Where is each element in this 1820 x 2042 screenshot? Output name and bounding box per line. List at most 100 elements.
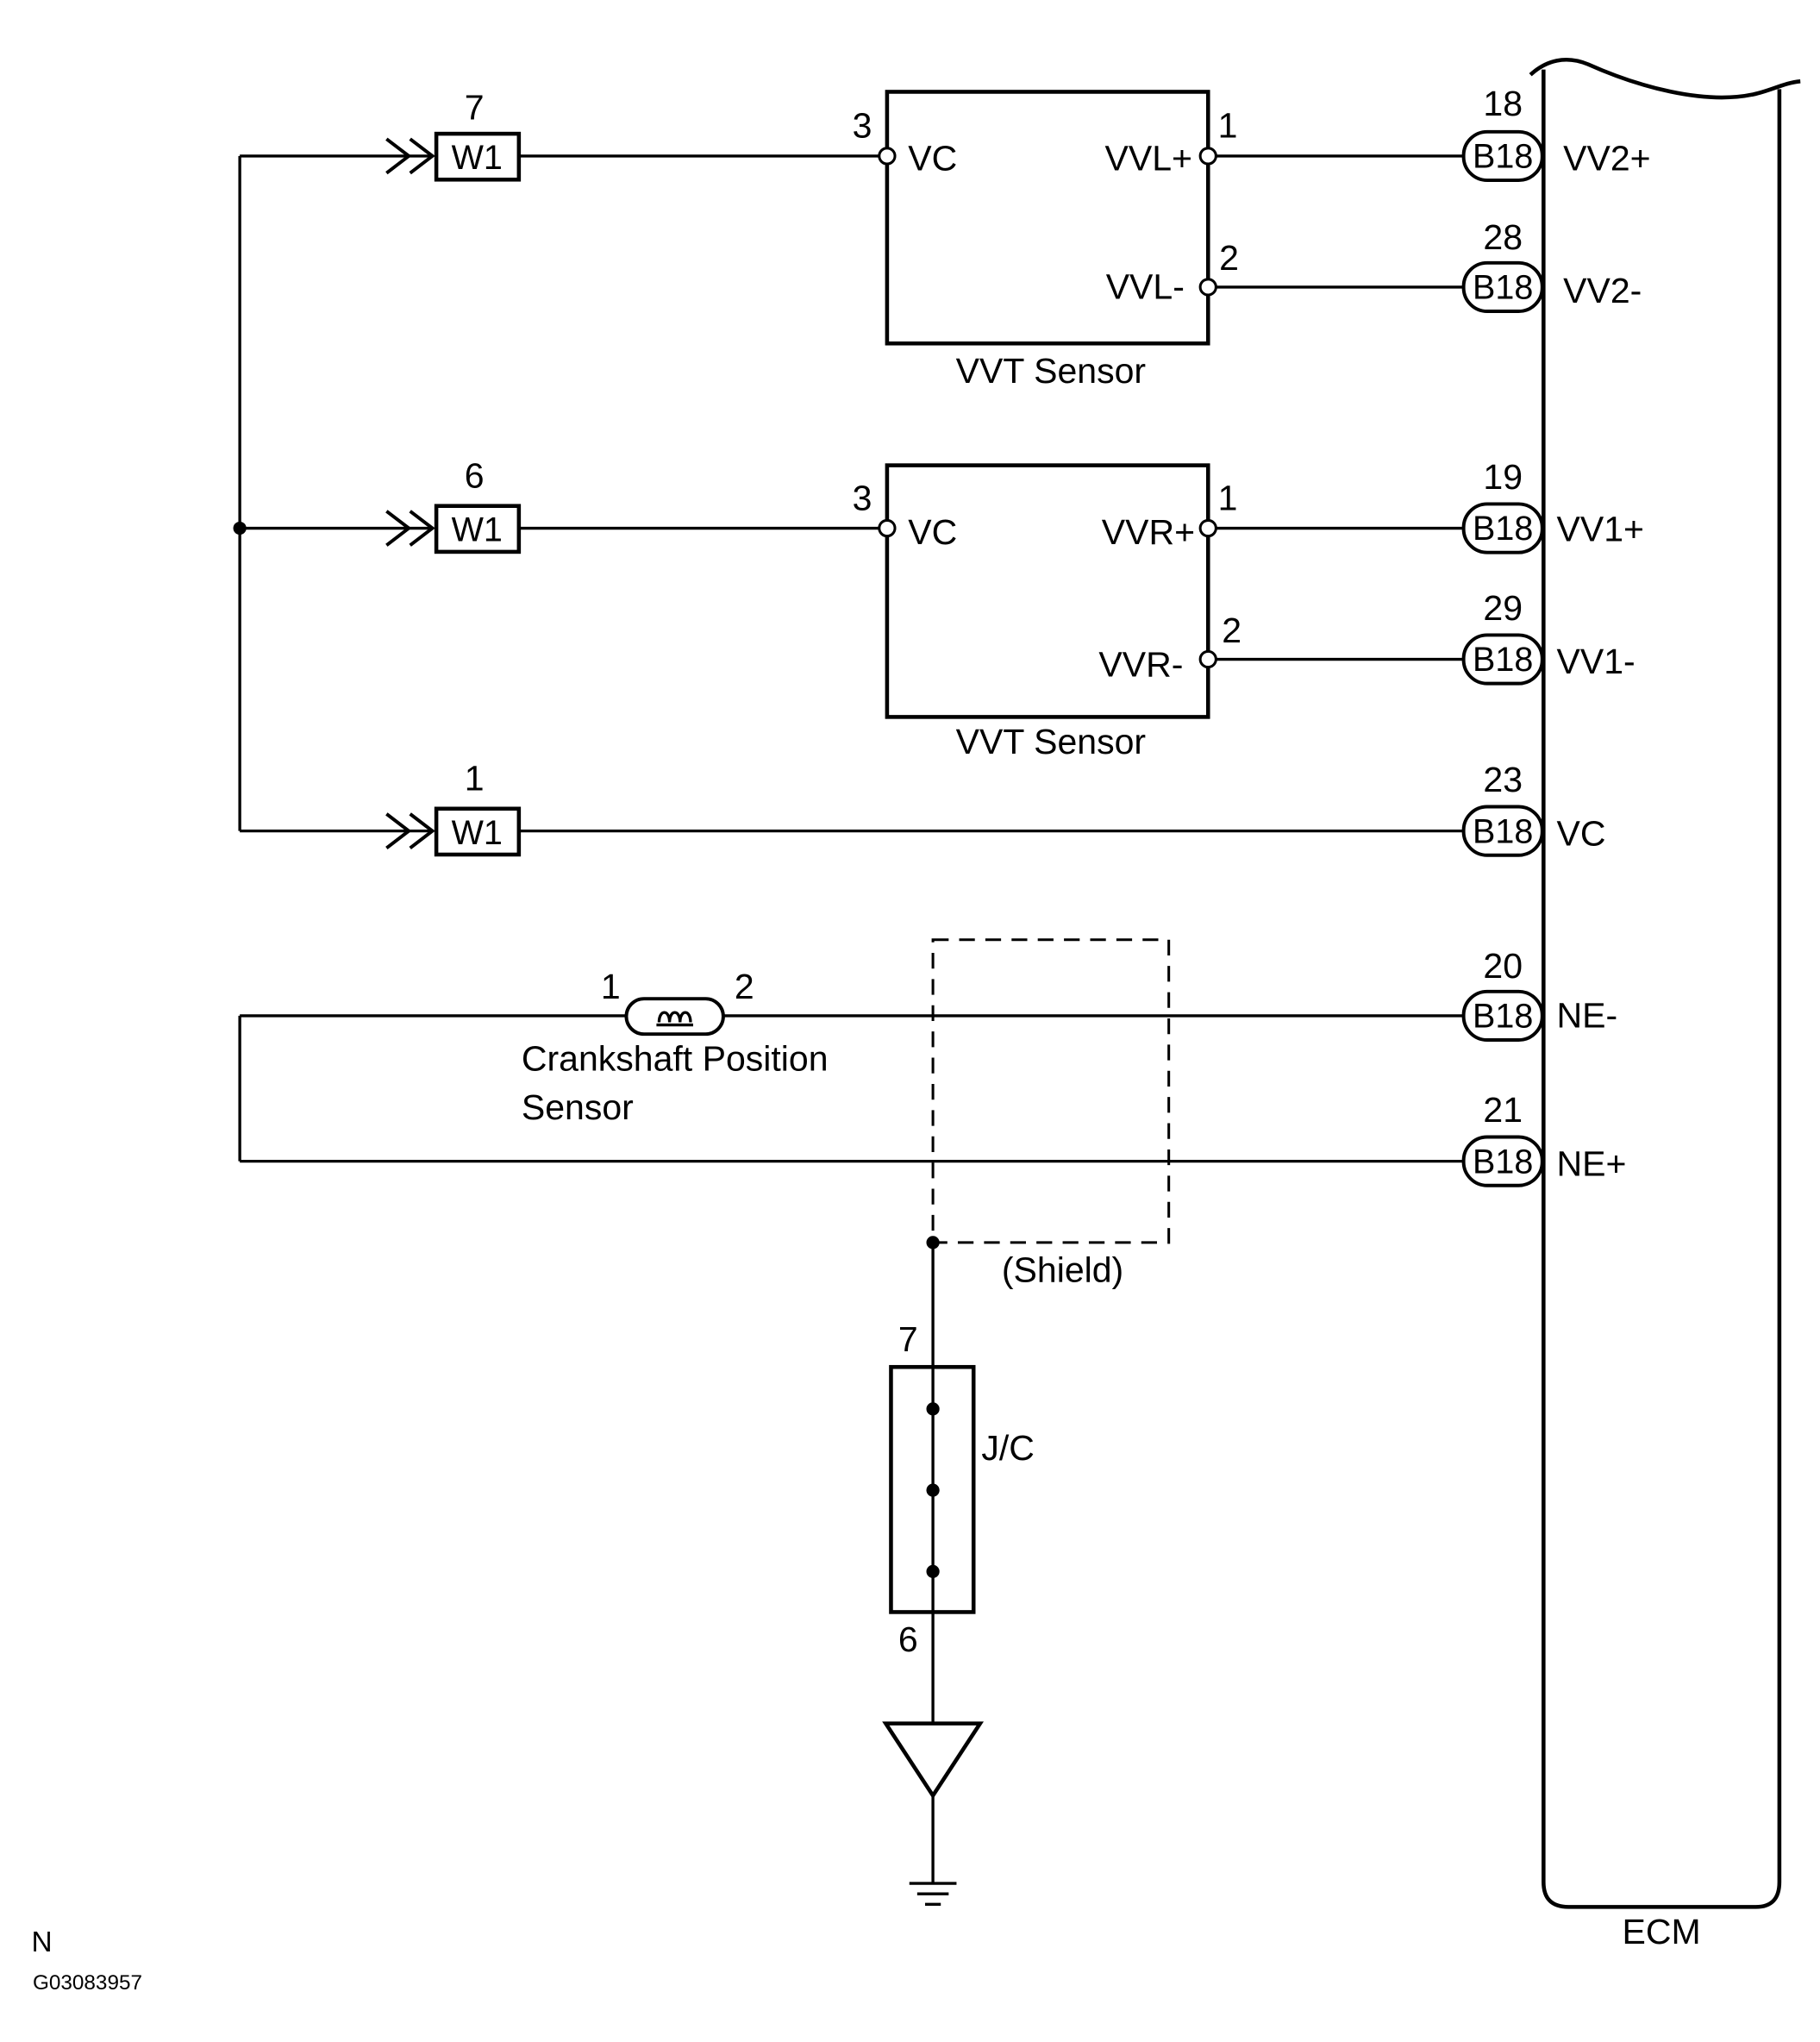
w1-branch-3-connector-code: W1: [452, 814, 503, 852]
w1-branch-2-chevron-icon: [385, 510, 412, 547]
vvt-sensor-2-neg-terminal-name: VVR-: [1098, 644, 1183, 684]
crankshaft-sensor-body: [624, 997, 725, 1037]
ecm-pin-number: 19: [1483, 457, 1523, 497]
vvt-sensor-1: VVT Sensor 3 VC 1 VVL+ 2 VVL-: [853, 90, 1464, 391]
vvt-sensor-1-body: [885, 90, 1210, 346]
ecm-pin-number: 18: [1483, 84, 1523, 123]
ecm-pin-number: 28: [1483, 217, 1523, 257]
ecm-connector-code: B18: [1473, 641, 1533, 679]
w1-branch-1-connector-code: W1: [452, 139, 503, 177]
vvt-sensor-2-vc-terminal-name: VC: [908, 512, 957, 552]
ecm-pin-number: 29: [1483, 588, 1523, 628]
w1-branch-1-pin-number: 7: [465, 87, 485, 127]
vvt-sensor-1-pos-terminal: [1198, 147, 1217, 166]
ecm-signal-name: NE+: [1557, 1143, 1627, 1183]
ecm: ECM: [1529, 57, 1801, 1951]
junction-connector-dot: [926, 1483, 940, 1497]
corner-mark: N: [31, 1926, 52, 1958]
w1-branch-2-connector-box: [434, 504, 522, 554]
supply-bus: [233, 155, 247, 831]
ecm-pin-number: 21: [1483, 1090, 1523, 1130]
junction-connector-dot: [926, 1402, 940, 1416]
vvt-sensor-1-pos-pin-number: 1: [1218, 106, 1238, 146]
vvt-sensor-1-vc-terminal: [878, 147, 897, 166]
vvt-sensor-1-neg-terminal-name: VVL-: [1106, 267, 1185, 307]
ecm-pin-number: 23: [1483, 760, 1523, 799]
ecm-connector-code: B18: [1473, 138, 1533, 176]
junction-connector: 7 J/C 6: [889, 1242, 1035, 1659]
vvt-sensor-2-neg-pin-number: 2: [1222, 611, 1241, 650]
shield-outline: [931, 938, 1171, 1244]
ecm-signal-name: NE-: [1557, 996, 1618, 1036]
w1-branch-3-chevron-icon: [409, 812, 435, 849]
footer: N G03083957: [31, 1926, 142, 1995]
ecm-connector-shell: [1461, 989, 1544, 1043]
w1-branch-1-chevron-icon: [409, 137, 435, 175]
junction-connector-label: J/C: [981, 1428, 1035, 1468]
w1-branch-1-connector-box: [434, 131, 522, 182]
ecm-connector-code: B18: [1473, 998, 1533, 1036]
ecm-connector-code: B18: [1473, 510, 1533, 548]
vvt-sensor-1-neg-terminal: [1198, 278, 1217, 297]
ecm-pin-vv1-minus: B18 29 VV1-: [1461, 588, 1635, 686]
crankshaft-sensor-label-line-2: Sensor: [522, 1087, 634, 1127]
shield: (Shield): [926, 938, 1171, 1289]
vvt-sensor-2-pos-pin-number: 1: [1218, 478, 1238, 517]
vvt-sensor-2-vc-terminal: [878, 518, 897, 538]
ecm-connector-shell: [1461, 805, 1544, 857]
shield-label: (Shield): [1002, 1250, 1123, 1289]
vvt-sensor-2-pos-terminal-name: VVR+: [1102, 512, 1195, 552]
ecm-break-line: [1529, 57, 1801, 100]
ground-point-triangle-icon: [882, 1721, 985, 1800]
ecm-connector-code: B18: [1473, 1143, 1533, 1181]
ecm-pin-vc: B18 23 VC: [1461, 760, 1606, 857]
figure-id: G03083957: [33, 1971, 142, 1995]
w1-branch-1: W1 7: [240, 87, 879, 182]
ecm-connector-shell: [1461, 633, 1544, 686]
ecm-pin-number: 20: [1483, 946, 1523, 986]
w1-branch-3-pin-number: 1: [465, 759, 485, 799]
ecm-pin-vv1-plus: B18 19 VV1+: [1461, 457, 1644, 554]
ground: [882, 1612, 985, 1907]
vvt-sensor-2-pos-terminal: [1198, 518, 1217, 538]
ecm-signal-name: VV2-: [1563, 271, 1642, 310]
ecm-connector-code: B18: [1473, 812, 1533, 850]
ecm-connector-shell: [1461, 260, 1544, 314]
vvt-sensor-2-neg-terminal: [1198, 649, 1217, 669]
w1-branch-2-connector-code: W1: [452, 511, 503, 549]
w1-branch-2-chevron-icon: [409, 510, 435, 547]
ecm-connector-shell: [1461, 502, 1544, 554]
ecm-outline: [1542, 69, 1782, 1909]
ecm-signal-name: VV1+: [1557, 510, 1644, 549]
junction-connector-pin-bottom: 6: [898, 1619, 918, 1659]
vvt-sensor-1-pos-terminal-name: VVL+: [1105, 139, 1192, 179]
vvt-sensor-1-neg-pin-number: 2: [1219, 238, 1239, 278]
junction-connector-dot: [926, 1564, 940, 1578]
w1-branch-3: W1 1: [240, 759, 1464, 857]
junction-connector-pin-top: 7: [898, 1319, 918, 1359]
ecm-connector-code: B18: [1473, 269, 1533, 307]
ecm-pin-vv2-minus: B18 28 VV2-: [1461, 217, 1642, 314]
ecm-label: ECM: [1623, 1912, 1701, 1951]
crankshaft-sensor-pin-1: 1: [601, 967, 621, 1006]
ecm-signal-name: VC: [1557, 813, 1606, 853]
w1-branch-2: W1 6: [240, 455, 879, 554]
coil-icon: [657, 1011, 692, 1023]
vvt-sensor-1-vc-terminal-name: VC: [908, 139, 957, 179]
ecm-connector-shell: [1461, 1135, 1544, 1187]
w1-branch-3-chevron-icon: [385, 812, 412, 849]
w1-branch-1-chevron-icon: [385, 137, 412, 175]
ecm-signal-name: VV1-: [1557, 642, 1635, 681]
crankshaft-sensor-pin-2: 2: [735, 967, 754, 1006]
vvt-sensor-2-body: [885, 463, 1210, 719]
vvt-sensor-1-vc-pin-number: 3: [853, 106, 872, 146]
ecm-pin-ne-minus: B18 20 NE-: [1461, 946, 1618, 1043]
vvt-sensor-2-vc-pin-number: 3: [853, 478, 872, 517]
ecm-signal-name: VV2+: [1563, 139, 1650, 179]
ecm-connector-shell: [1461, 129, 1544, 183]
ecm-pin-vv2-plus: B18 18 VV2+: [1461, 84, 1651, 183]
vvt-sensor-1-label: VVT Sensor: [956, 351, 1146, 391]
crankshaft-sensor-label-line-1: Crankshaft Position: [522, 1039, 829, 1079]
w1-branch-3-connector-box: [434, 806, 522, 857]
